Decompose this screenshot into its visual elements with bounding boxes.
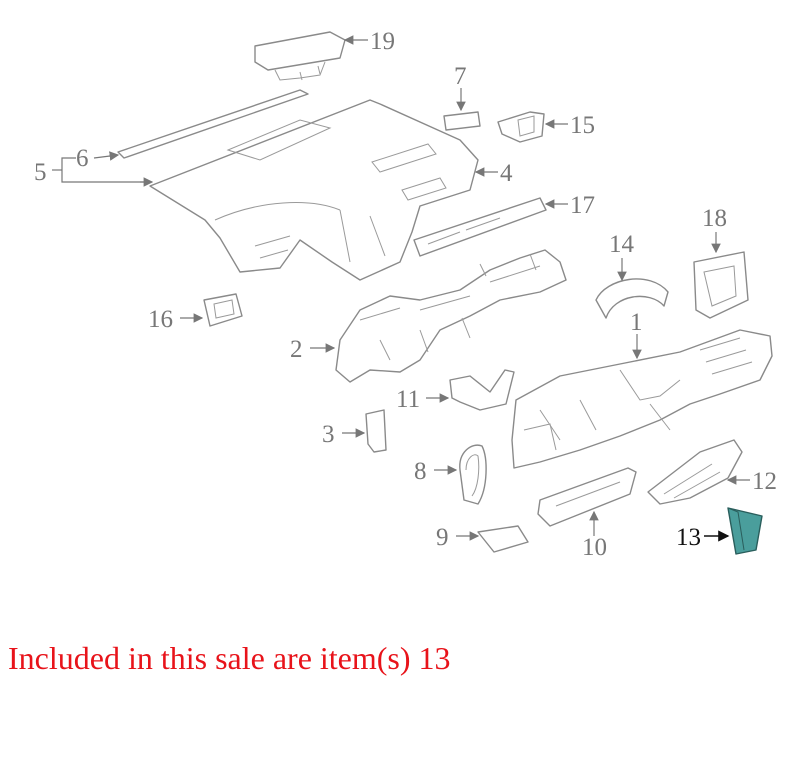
- callout-14: 14: [609, 231, 635, 258]
- part-12-knee-bolster: [647, 439, 743, 505]
- callout-15: 15: [570, 112, 595, 139]
- part-16-side-vent: [203, 293, 243, 327]
- callout-16: 16: [148, 306, 173, 333]
- callout-5: 5: [34, 159, 47, 186]
- part-1-lower-carrier: [511, 329, 773, 469]
- callout-8: 8: [414, 458, 427, 485]
- part-7-module: [443, 111, 481, 131]
- callout-1: 1: [630, 309, 643, 336]
- callout-9: 9: [436, 524, 449, 551]
- part-13-highlighted: [727, 507, 763, 555]
- callout-5-bracket: [52, 157, 154, 187]
- callout-3: 3: [322, 421, 335, 448]
- callout-13: 13: [676, 524, 701, 551]
- leader-6: [93, 151, 120, 161]
- callout-18: 18: [702, 205, 727, 232]
- part-10-lower-trim: [537, 467, 637, 527]
- part-9-plate: [477, 525, 529, 553]
- callout-2: 2: [290, 336, 303, 363]
- callout-6: 6: [76, 145, 89, 172]
- callout-10: 10: [582, 534, 607, 561]
- callout-12: 12: [752, 468, 777, 495]
- callout-17: 17: [570, 192, 595, 219]
- parts-diagram: 19 6 5 4 7 15 17: [34, 28, 777, 561]
- part-4-instrument-panel: [149, 99, 479, 281]
- part-11-bracket: [449, 369, 515, 411]
- part-14-arch-cover: [595, 278, 669, 319]
- callout-19: 19: [370, 28, 395, 55]
- callout-11: 11: [396, 386, 420, 413]
- part-18-bezel: [693, 251, 749, 319]
- part-8-trim-ring: [459, 444, 487, 505]
- part-6-defrost-strip: [117, 89, 309, 159]
- part-15-vent: [497, 111, 545, 143]
- callout-4: 4: [500, 160, 513, 187]
- part-3-column-cover: [365, 409, 387, 453]
- part-2-cross-car-beam: [335, 249, 567, 383]
- part-17-trim-strip: [413, 197, 547, 257]
- callout-7: 7: [454, 63, 467, 90]
- sale-caption: Included in this sale are item(s) 13: [8, 640, 451, 676]
- part-19-top-bin: [254, 31, 346, 81]
